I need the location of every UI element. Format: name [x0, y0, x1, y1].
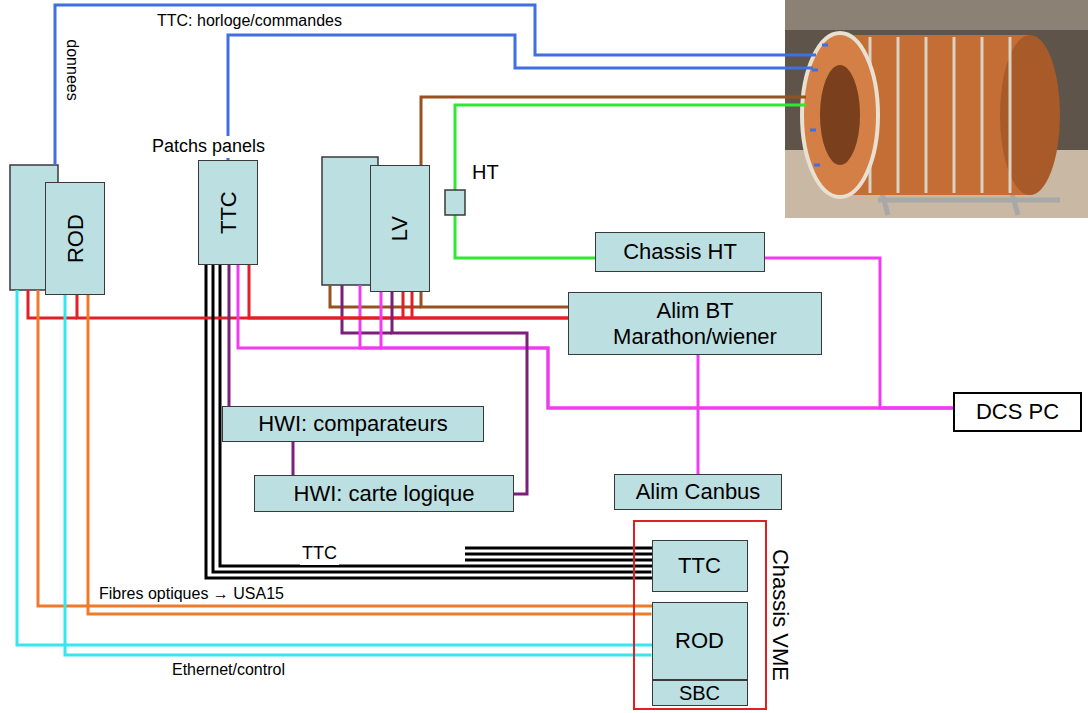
- detector-face: [802, 33, 878, 197]
- computer-box: DCS PC: [953, 392, 1082, 432]
- annotation-label: HT: [470, 160, 501, 184]
- connector: [421, 292, 568, 307]
- ttc-wire: [465, 548, 652, 560]
- box-label: ROD: [62, 214, 87, 263]
- vme-module: ROD: [652, 602, 748, 680]
- data-cable: [55, 5, 816, 165]
- interlock-box: HWI: comparateurs: [222, 406, 484, 442]
- ht-connector: [445, 190, 465, 215]
- power-supply-box: Alim Canbus: [614, 474, 782, 510]
- connector: [65, 295, 652, 655]
- patch-panel-box: ROD: [45, 182, 105, 295]
- connector: [228, 265, 231, 406]
- detector-photo: [785, 0, 1088, 218]
- interlock-box: HWI: carte logique: [254, 475, 514, 512]
- power-wire: [403, 292, 412, 318]
- box-label: TTC: [678, 553, 721, 578]
- interlock-wire: [342, 285, 392, 333]
- optical-fibre: [38, 290, 652, 606]
- crate-heading: Chassis VME: [767, 549, 792, 681]
- patch-panel-box: LV: [370, 165, 430, 292]
- box-label: Alim Canbus: [636, 479, 761, 504]
- detector-bore: [820, 65, 860, 165]
- box-label: LV: [387, 216, 412, 241]
- vme-module: TTC: [652, 540, 748, 592]
- box-label: SBC: [679, 683, 720, 703]
- static-wires: [17, 5, 816, 645]
- connector: [88, 295, 652, 614]
- box-label: HWI: comparateurs: [258, 411, 448, 436]
- power-chassis-box: Chassis HT: [595, 232, 765, 272]
- detector-rings: [870, 37, 1010, 193]
- box-label: ROD: [675, 628, 724, 653]
- vme-module: SBC: [652, 680, 748, 706]
- ht-cable: [455, 215, 595, 258]
- connector-label: Fibres optiques → USA15: [97, 584, 286, 603]
- annotation-label: TTC: horloge/commandes: [155, 11, 344, 30]
- connector: [697, 355, 700, 474]
- box-label: Chassis HT: [623, 239, 737, 264]
- annotation-label: donnees: [62, 37, 81, 102]
- ethernet-wire: [17, 290, 652, 645]
- connector: [392, 292, 527, 494]
- connector: [238, 265, 953, 408]
- patch-panel-box: TTC: [198, 160, 258, 265]
- connector: [381, 292, 953, 408]
- ht-cable: [455, 105, 806, 190]
- connector: [292, 442, 295, 475]
- annotation-label: Patchs panels: [150, 136, 267, 158]
- box-label: HWI: carte logique: [294, 481, 475, 506]
- photo-wall: [785, 0, 1088, 30]
- lv-cable: [421, 97, 806, 165]
- cable-ends: [810, 45, 828, 165]
- connector-label: TTC: [300, 543, 339, 565]
- power-supply-box: Alim BT Marathon/wiener: [568, 292, 822, 355]
- box-label: DCS PC: [976, 399, 1059, 424]
- box-label: TTC: [215, 191, 240, 234]
- photo-background: [785, 0, 1088, 218]
- vme-crate: Chassis VMETTCRODSBC: [633, 520, 767, 710]
- connector-label: Ethernet/control: [170, 660, 287, 679]
- box-label: Alim BT Marathon/wiener: [600, 298, 790, 349]
